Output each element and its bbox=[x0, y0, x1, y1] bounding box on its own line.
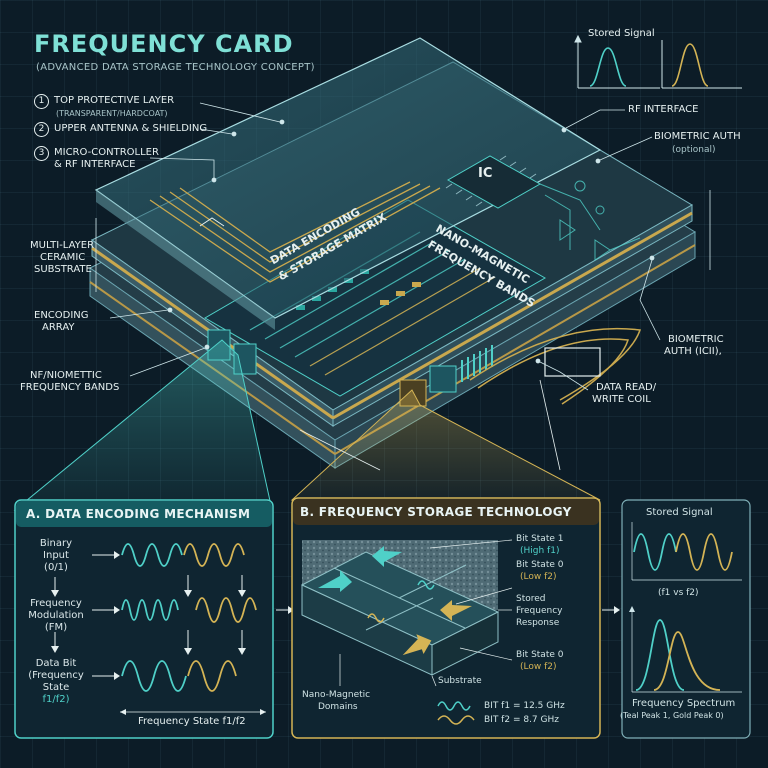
panel-b-bit0b-sub: (Low f2) bbox=[520, 662, 557, 672]
top-protective-layer bbox=[94, 37, 602, 330]
panel-c-spectrum-sub: (Teal Peak 1, Gold Peak 0) bbox=[620, 711, 724, 720]
panel-a-bit-2: (Frequency bbox=[28, 670, 84, 681]
panel-c bbox=[621, 499, 751, 739]
data-coil bbox=[469, 327, 642, 405]
ic-chip-label: IC bbox=[478, 166, 493, 181]
panel-a-binary-2: Input bbox=[43, 550, 69, 561]
stored-signal-top-label: Stored Signal bbox=[588, 28, 655, 39]
gold-beam bbox=[290, 389, 601, 501]
leader-lines bbox=[95, 102, 711, 391]
coil-label-1: DATA READ/ bbox=[596, 382, 657, 393]
panel-b-legend-f2: BIT f2 = 8.7 GHz bbox=[484, 715, 559, 725]
layer-label-microcontroller: MICRO-CONTROLLER bbox=[54, 147, 159, 158]
layer-label-rf: & RF INTERFACE bbox=[54, 159, 136, 170]
teal-beam bbox=[13, 339, 273, 511]
panel-a-bit-1: Data Bit bbox=[35, 658, 77, 669]
biometric-auth-label: BIOMETRIC AUTH bbox=[654, 131, 741, 142]
layer-label-top-protective: TOP PROTECTIVE LAYER bbox=[54, 95, 175, 106]
layer-number-3: 3 bbox=[34, 146, 49, 161]
panel-c-spectrum: Frequency Spectrum bbox=[632, 698, 736, 709]
panel-a-fm-2: Modulation bbox=[28, 610, 84, 621]
stored-signal-icon bbox=[574, 34, 742, 89]
substrate-label-2: CERAMIC bbox=[40, 252, 86, 263]
panel-a-title: A. DATA ENCODING MECHANISM bbox=[26, 507, 251, 521]
panel-b-legend-f1: BIT f1 = 12.5 GHz bbox=[484, 701, 565, 711]
panel-a-binary-1: Binary bbox=[39, 538, 73, 549]
rf-interface-label: RF INTERFACE bbox=[628, 104, 699, 115]
encoding-label-2: ARRAY bbox=[42, 322, 75, 333]
panel-a-fm-1: Frequency bbox=[30, 598, 82, 609]
panel-a-fm-3: (FM) bbox=[44, 622, 68, 633]
panel-b-bit0: Bit State 0 bbox=[516, 560, 564, 570]
biometric-auth-2-line1: BIOMETRIC bbox=[668, 334, 724, 345]
panel-b-stored-3: Response bbox=[516, 618, 560, 628]
panel-c-stored-signal: Stored Signal bbox=[646, 507, 713, 518]
biometric-optional-label: (optional) bbox=[672, 145, 716, 155]
panel-b-stored-2: Frequency bbox=[516, 606, 563, 616]
panel-b-bit1: Bit State 1 bbox=[516, 534, 564, 544]
layer-number-2: 2 bbox=[34, 122, 49, 137]
panel-a-bit-3: State bbox=[42, 682, 70, 693]
panel-b-bit1-sub: (High f1) bbox=[520, 546, 560, 556]
panel-a-bit-state: f1/f2) bbox=[42, 694, 70, 705]
panel-a-footer: Frequency State f1/f2 bbox=[138, 716, 246, 727]
circuit-traces bbox=[539, 180, 641, 261]
panel-b-domains-1: Nano-Magnetic bbox=[302, 690, 371, 700]
layer-number-1: 1 bbox=[34, 94, 49, 109]
bands-label-1: NF/NIOMETTIC bbox=[30, 370, 102, 381]
coil-label-2: WRITE COIL bbox=[592, 394, 651, 405]
panel-b-title: B. FREQUENCY STORAGE TECHNOLOGY bbox=[300, 505, 572, 519]
layer-sub-transparent: (TRANSPARENT/HARDCOAT) bbox=[56, 109, 168, 118]
panel-b-bit0-sub: (Low f2) bbox=[520, 572, 557, 582]
panel-a-binary-3: (0/1) bbox=[44, 562, 68, 573]
panel-b-substrate: Substrate bbox=[438, 676, 482, 686]
layer-label-antenna: UPPER ANTENNA & SHIELDING bbox=[54, 123, 208, 134]
page-subtitle: (ADVANCED DATA STORAGE TECHNOLOGY CONCEP… bbox=[36, 62, 315, 73]
panel-b-domains-2: Domains bbox=[318, 702, 358, 712]
encoding-label-1: ENCODING bbox=[34, 310, 89, 321]
page-title: FREQUENCY CARD bbox=[34, 30, 294, 58]
bands-label-2: FREQUENCY BANDS bbox=[20, 382, 120, 393]
panel-a bbox=[14, 499, 294, 739]
panel-c-f1vsf2: (f1 vs f2) bbox=[658, 588, 699, 598]
panel-b bbox=[291, 497, 620, 739]
biometric-auth-2-line2: AUTH (ICII), bbox=[664, 346, 722, 357]
panel-b-stored-1: Stored bbox=[516, 594, 546, 604]
substrate-label-1: MULTI-LAYER bbox=[30, 240, 95, 251]
panel-b-bit0b: Bit State 0 bbox=[516, 650, 564, 660]
substrate-label-3: SUBSTRATE bbox=[34, 264, 92, 275]
